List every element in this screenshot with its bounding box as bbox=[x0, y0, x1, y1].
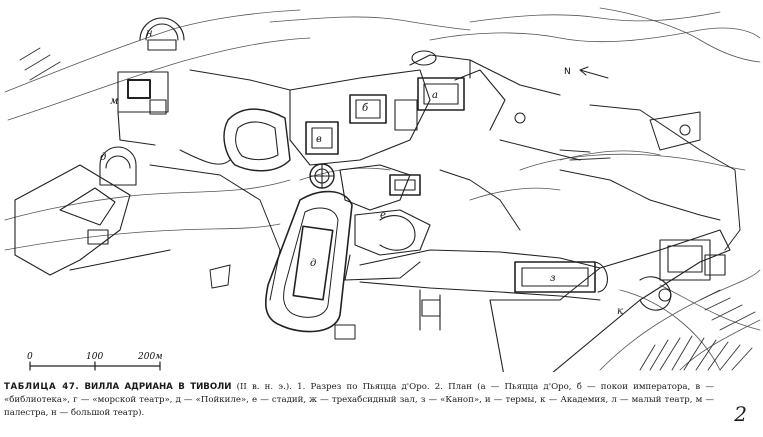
scale-end: 200м bbox=[137, 352, 163, 362]
scale-zero: 0 bbox=[27, 352, 33, 362]
piazza-doro bbox=[409, 50, 561, 131]
small-theatre-area bbox=[14, 146, 171, 276]
label-a: а bbox=[432, 90, 438, 101]
scale-bar bbox=[29, 361, 161, 371]
caption-period: (II в. н. э.). bbox=[236, 382, 292, 392]
label-m: м bbox=[110, 96, 118, 107]
label-b: б bbox=[362, 103, 369, 114]
outer-roads bbox=[149, 69, 741, 340]
palestra bbox=[117, 71, 169, 146]
terrain-contours bbox=[4, 7, 761, 371]
plate-caption: ТАБЛИЦА 47. ВИЛЛА АДРИАНА В ТИВОЛИ (II в… bbox=[4, 381, 714, 421]
poikile bbox=[264, 190, 353, 333]
academy bbox=[489, 229, 731, 372]
label-v: в bbox=[316, 134, 322, 145]
plate-number: 2 bbox=[734, 402, 747, 426]
hill-hatching bbox=[19, 47, 756, 371]
scale-mid: 100 bbox=[86, 352, 103, 362]
canopus-valley bbox=[359, 249, 608, 331]
caption-title: ВИЛЛА АДРИАНА В ТИВОЛИ bbox=[84, 382, 232, 392]
label-d: д bbox=[310, 258, 316, 269]
label-e: е bbox=[380, 210, 386, 221]
caption-body: 1. Разрез по Пьяцца д'Оро. 2. План (а — … bbox=[4, 382, 715, 419]
north-label: N bbox=[564, 67, 571, 77]
label-z: з bbox=[550, 273, 555, 284]
label-l: д bbox=[100, 152, 106, 163]
label-n: н bbox=[146, 28, 153, 39]
villa-site-plan: N н м д а б в е д з к 0 100 200м bbox=[4, 7, 761, 372]
label-k: к bbox=[617, 306, 623, 317]
central-palace bbox=[223, 69, 431, 281]
caption-lead: ТАБЛИЦА 47. bbox=[4, 382, 80, 392]
great-theatre bbox=[139, 17, 185, 51]
north-arrow bbox=[579, 66, 609, 79]
